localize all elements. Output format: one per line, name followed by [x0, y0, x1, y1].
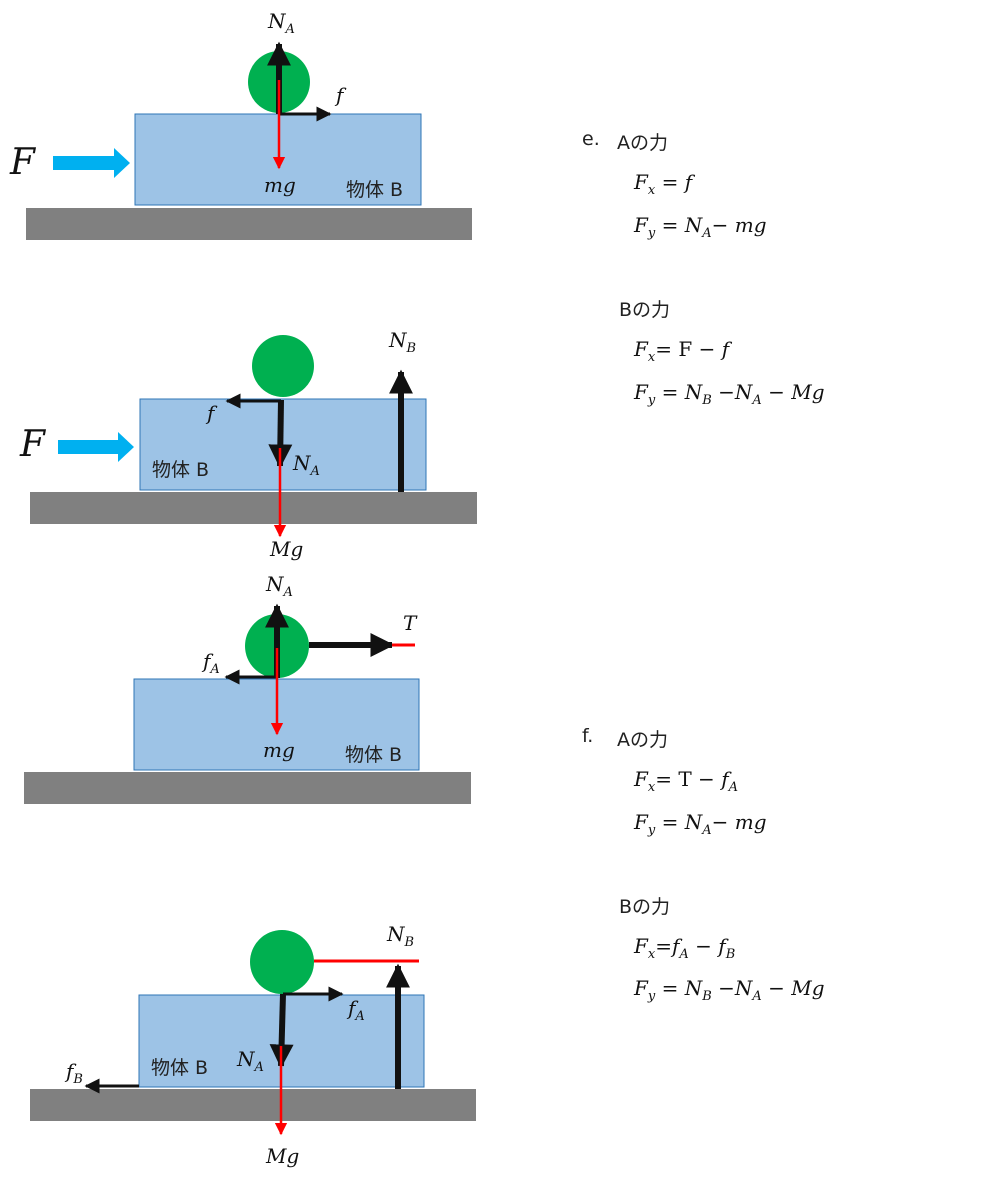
fB-label: fB [64, 1059, 83, 1087]
NA-label: NA [267, 9, 295, 37]
NA-label: NA [236, 1047, 264, 1075]
force-F-label: F [19, 424, 47, 465]
Mg-label: Mg [265, 1144, 299, 1168]
Mg-label: Mg [269, 537, 303, 561]
equation-e-b-fy: Fy = NB −NA − Mg [634, 380, 825, 408]
ground [26, 208, 472, 240]
f-label: f [334, 83, 347, 107]
answer-f-a-header: Aの力 [617, 729, 668, 751]
diagram-3: NA T fA mg 物体 B [24, 572, 471, 804]
body-b-label: 物体 B [346, 179, 403, 201]
answer-e-b-header: Bの力 [619, 299, 671, 321]
mg-label: mg [263, 738, 295, 762]
NA-label: NA [292, 451, 320, 479]
ball-a [252, 335, 314, 397]
equation-f-b-fx: Fx=fA − fB [634, 934, 736, 962]
diagram-2: F NB f NA Mg 物体 B [19, 328, 477, 561]
answer-f-label: f. [582, 725, 594, 747]
body-b-label: 物体 B [152, 459, 209, 481]
force-F-label: F [9, 142, 37, 183]
diagram-4: NB fA NA fB Mg 物体 B [30, 922, 476, 1168]
NB-label: NB [386, 922, 414, 950]
push-arrow [53, 148, 130, 178]
ground [30, 1089, 476, 1121]
ground [30, 492, 477, 524]
fA-label: fA [201, 649, 220, 677]
ground [24, 772, 471, 804]
equation-f-b-fy: Fy = NB −NA − Mg [634, 976, 825, 1004]
answer-e-a-header: Aの力 [617, 132, 668, 154]
equation-f-a-fy: Fy = NA− mg [634, 810, 767, 838]
equation-e-b-fx: Fx= F − f [634, 337, 730, 365]
diagram-1: F NA f mg 物体 B [9, 9, 472, 240]
T-label: T [403, 611, 418, 635]
answer-f-b-header: Bの力 [619, 896, 671, 918]
ball-a [250, 930, 314, 994]
equation-f-a-fx: Fx= T − fA [634, 767, 738, 795]
NA-label: NA [265, 572, 293, 600]
equation-e-a-fy: Fy = NA− mg [634, 213, 767, 241]
mg-label: mg [264, 173, 296, 197]
equation-e-a-fx: Fx = f [634, 170, 693, 198]
answer-e-label: e. [582, 128, 600, 150]
body-b-label: 物体 B [151, 1057, 208, 1079]
body-b-label: 物体 B [345, 744, 402, 766]
NB-label: NB [388, 328, 416, 356]
push-arrow [58, 432, 134, 462]
